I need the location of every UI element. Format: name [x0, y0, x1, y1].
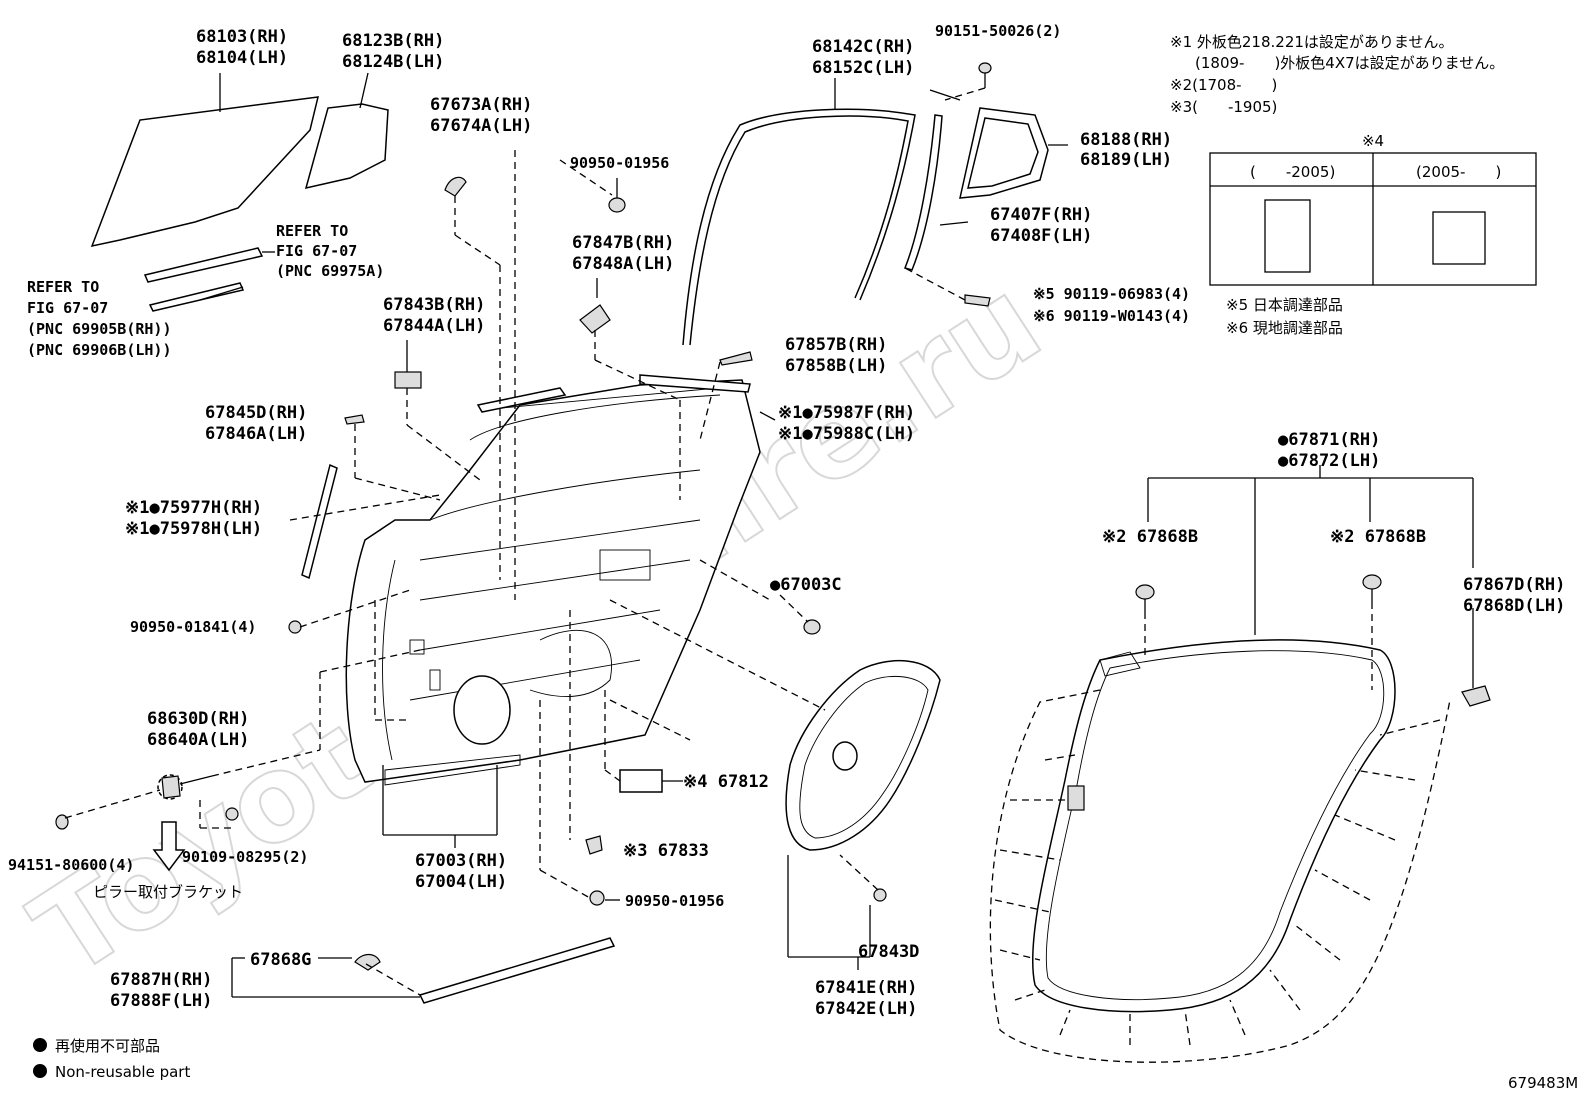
label-75987: ※1●75987F(RH) [778, 403, 915, 423]
service-hole-cover[interactable] [619, 659, 941, 851]
label-68189: 68189(LH) [1080, 150, 1172, 170]
label-67888: 67888F(LH) [110, 991, 212, 1011]
label-68630: 68630D(RH) [147, 709, 249, 729]
note-1a: ※1 外板色218.221は設定がありません。 [1170, 33, 1453, 51]
legend-jp: 再使用不可部品 [55, 1037, 160, 1055]
label-90119-a: ※5 90119-06983(4) [1033, 285, 1190, 303]
label-75977: ※1●75977H(RH) [125, 498, 262, 518]
vent-channel[interactable] [903, 89, 969, 271]
label-67845: 67845D(RH) [205, 403, 307, 423]
bullet-icon [33, 1064, 47, 1078]
label-67872: ●67872(LH) [1278, 451, 1380, 471]
rear-vent-glass[interactable] [959, 107, 1068, 199]
rocker-moulding[interactable] [418, 937, 616, 1004]
legend: 再使用不可部品 Non-reusable part [33, 1037, 190, 1081]
label-67846: 67846A(LH) [205, 424, 307, 444]
label-94151: 94151-80600(4) [8, 856, 134, 874]
belt-weatherstrip[interactable] [301, 463, 338, 580]
note-6: ※6 現地調達部品 [1226, 319, 1343, 337]
label-67848: 67848A(LH) [572, 254, 674, 274]
label-67003: 67003(RH) [415, 851, 507, 871]
label-90119-b: ※6 90119-W0143(4) [1033, 307, 1190, 325]
door-frame-molding[interactable] [682, 108, 916, 346]
door-panel-part[interactable] [345, 374, 761, 786]
label-67868b-2: ※2 67868B [1330, 527, 1426, 547]
label-75978: ※1●75978H(LH) [125, 519, 262, 539]
note-4-col1: ( -2005) [1250, 163, 1335, 181]
label-67674: 67674A(LH) [430, 116, 532, 136]
label-67812: ※4 67812 [683, 772, 769, 792]
label-68123: 68123B(RH) [342, 31, 444, 51]
refer1-line1: REFER TO [276, 222, 348, 240]
label-67407: 67407F(RH) [990, 205, 1092, 225]
label-68124: 68124B(LH) [342, 52, 444, 72]
label-67003c: ●67003C [770, 575, 842, 595]
fastener-clips[interactable] [55, 62, 1491, 971]
note-5: ※5 日本調達部品 [1226, 296, 1343, 314]
legend-en: Non-reusable part [55, 1063, 190, 1081]
label-67841: 67841E(RH) [815, 978, 917, 998]
moulding-strips[interactable] [143, 247, 275, 312]
label-67408: 67408F(LH) [990, 226, 1092, 246]
label-67871: ●67871(RH) [1278, 430, 1380, 450]
label-67847: 67847B(RH) [572, 233, 674, 253]
label-67868b-1: ※2 67868B [1102, 527, 1198, 547]
refer2-line1: REFER TO [27, 278, 99, 296]
label-68640: 68640A(LH) [147, 730, 249, 750]
pillar-bracket-part[interactable] [152, 774, 213, 872]
label-90151: 90151-50026(2) [935, 22, 1061, 40]
quarter-glass-part[interactable] [90, 72, 389, 248]
part-labels: 68103(RH) 68104(LH) 68123B(RH) 68124B(LH… [8, 22, 1565, 1019]
label-67833: ※3 67833 [623, 841, 709, 861]
note-4-col2: (2005- ) [1416, 163, 1501, 181]
note-3: ※3( -1905) [1170, 98, 1277, 116]
label-68103: 68103(RH) [196, 27, 288, 47]
label-67868d: 67868D(LH) [1463, 596, 1565, 616]
label-67887: 67887H(RH) [110, 970, 212, 990]
label-90109: 90109-08295(2) [182, 848, 308, 866]
label-67858: 67858B(LH) [785, 356, 887, 376]
assembly-dash-lines [64, 87, 986, 996]
refer2-line3: (PNC 69905B(RH)) [27, 320, 172, 338]
label-67673: 67673A(RH) [430, 95, 532, 115]
weatherstrip-dash-lines [989, 602, 1451, 1063]
notes: ※1 外板色218.221は設定がありません。 (1809- )外板色4X7は設… [1170, 33, 1504, 337]
refer1-line3: (PNC 69975A) [276, 262, 384, 280]
label-90950-01956-a: 90950-01956 [570, 154, 669, 172]
label-68142: 68142C(RH) [812, 37, 914, 57]
label-68188: 68188(RH) [1080, 130, 1172, 150]
refer2-line2: FIG 67-07 [27, 299, 108, 317]
note-4: ※4 [1362, 132, 1384, 150]
label-67843b: 67843B(RH) [383, 295, 485, 315]
refer1-line2: FIG 67-07 [276, 242, 357, 260]
label-pillar-bracket: ピラー取付ブラケット [93, 883, 243, 901]
label-75988: ※1●75988C(LH) [778, 424, 915, 444]
bracket-lines [231, 78, 1474, 998]
label-67843d: 67843D [858, 942, 919, 962]
label-67842: 67842E(LH) [815, 999, 917, 1019]
bullet-icon [33, 1038, 47, 1052]
notes-table [1209, 152, 1537, 286]
label-67004: 67004(LH) [415, 872, 507, 892]
label-68104: 68104(LH) [196, 48, 288, 68]
label-67844a: 67844A(LH) [383, 316, 485, 336]
label-67857: 67857B(RH) [785, 335, 887, 355]
label-90950-01841: 90950-01841(4) [130, 618, 256, 636]
door-weatherstrip[interactable] [1032, 639, 1396, 1013]
note-1b: (1809- )外板色4X7は設定がありません。 [1195, 54, 1504, 72]
refer2-line4: (PNC 69906B(LH)) [27, 341, 172, 359]
note-2: ※2(1708- ) [1170, 76, 1277, 94]
label-68152: 68152C(LH) [812, 58, 914, 78]
diagram-id: 679483M [1508, 1074, 1578, 1092]
label-67867: 67867D(RH) [1463, 575, 1565, 595]
label-90950-01956-c: 90950-01956 [625, 892, 724, 910]
label-67868g: 67868G [250, 950, 311, 970]
